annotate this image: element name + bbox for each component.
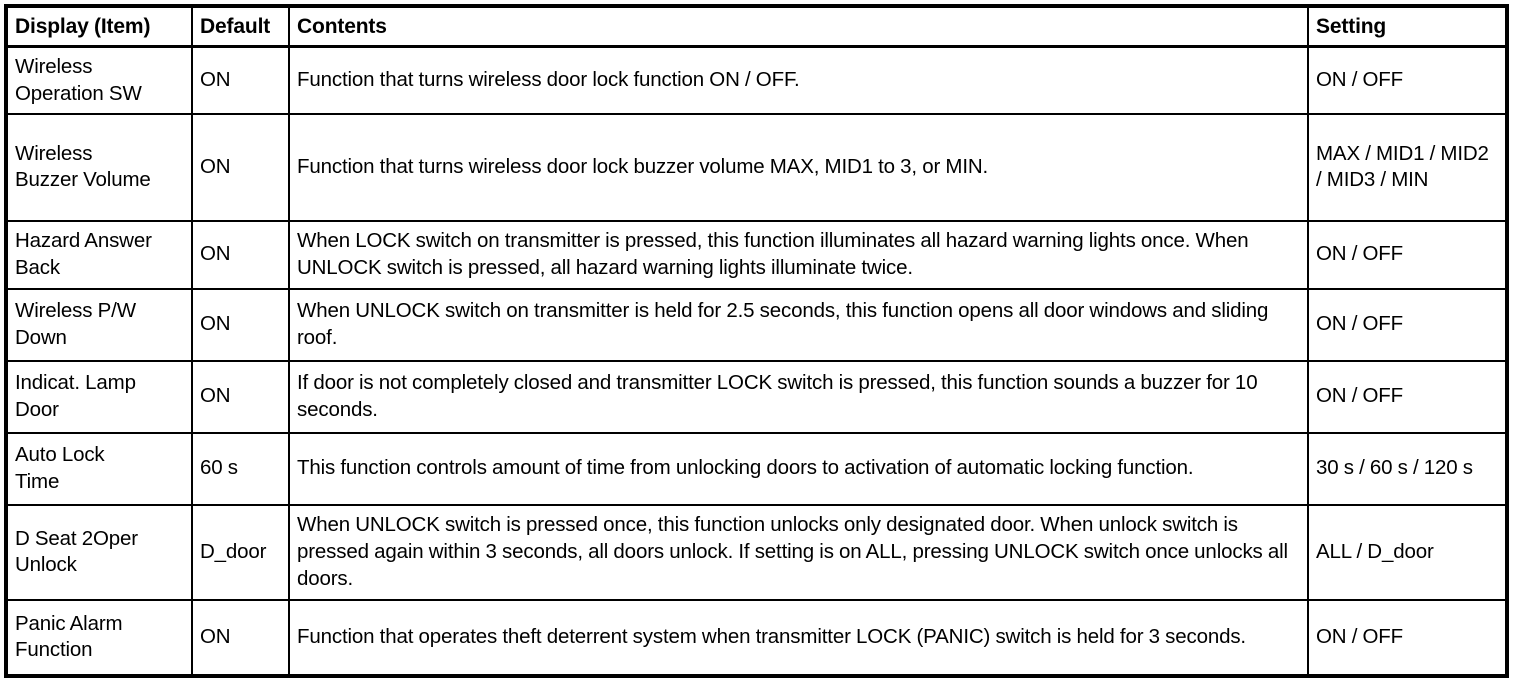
cell-contents-description: Function that operates theft deterrent s… [288,598,1309,677]
cell-display-item: D Seat 2Oper Unlock [5,503,193,601]
cell-setting-options: ON / OFF [1307,287,1508,362]
cell-default-value: ON [191,287,290,362]
cell-default-value: 60 s [191,431,290,506]
cell-display-item: Wireless Buzzer Volume [5,112,193,222]
table-row: Wireless Buzzer Volume ON Function that … [5,112,1508,222]
cell-display-item: Auto Lock Time [5,431,193,506]
table-row: Wireless P/W Down ON When UNLOCK switch … [5,287,1508,362]
settings-specification-table: Display (Item) Default Contents Setting … [4,4,1509,678]
cell-contents-description: This function controls amount of time fr… [288,431,1309,506]
column-header-display: Display (Item) [5,5,193,49]
cell-contents-description: Function that turns wireless door lock f… [288,45,1309,115]
cell-setting-options: ALL / D_door [1307,503,1508,601]
cell-default-value: ON [191,359,290,434]
cell-contents-description: If door is not completely closed and tra… [288,359,1309,434]
table-row: Auto Lock Time 60 s This function contro… [5,431,1508,506]
table-row: Panic Alarm Function ON Function that op… [5,598,1508,677]
cell-default-value: ON [191,598,290,677]
table-row: Wireless Operation SW ON Function that t… [5,45,1508,115]
cell-contents-description: When UNLOCK switch on transmitter is hel… [288,287,1309,362]
cell-default-value: ON [191,45,290,115]
cell-default-value: D_door [191,503,290,601]
cell-display-item: Wireless P/W Down [5,287,193,362]
cell-contents-description: Function that turns wireless door lock b… [288,112,1309,222]
table-header-row: Display (Item) Default Contents Setting [5,5,1508,49]
cell-setting-options: ON / OFF [1307,45,1508,115]
cell-contents-description: When UNLOCK switch is pressed once, this… [288,503,1309,601]
cell-setting-options: ON / OFF [1307,359,1508,434]
cell-setting-options: 30 s / 60 s / 120 s [1307,431,1508,506]
cell-setting-options: ON / OFF [1307,598,1508,677]
column-header-default: Default [191,5,290,49]
column-header-contents: Contents [288,5,1309,49]
cell-default-value: ON [191,112,290,222]
cell-display-item: Panic Alarm Function [5,598,193,677]
table-row: D Seat 2Oper Unlock D_door When UNLOCK s… [5,503,1508,601]
cell-display-item: Hazard Answer Back [5,219,193,290]
cell-setting-options: MAX / MID1 / MID2 / MID3 / MIN [1307,112,1508,222]
cell-display-item: Indicat. Lamp Door [5,359,193,434]
column-header-setting: Setting [1307,5,1508,49]
cell-setting-options: ON / OFF [1307,219,1508,290]
table-body: Wireless Operation SW ON Function that t… [5,45,1508,677]
cell-contents-description: When LOCK switch on transmitter is press… [288,219,1309,290]
table-row: Hazard Answer Back ON When LOCK switch o… [5,219,1508,290]
cell-default-value: ON [191,219,290,290]
table-row: Indicat. Lamp Door ON If door is not com… [5,359,1508,434]
cell-display-item: Wireless Operation SW [5,45,193,115]
table-header: Display (Item) Default Contents Setting [5,5,1508,49]
